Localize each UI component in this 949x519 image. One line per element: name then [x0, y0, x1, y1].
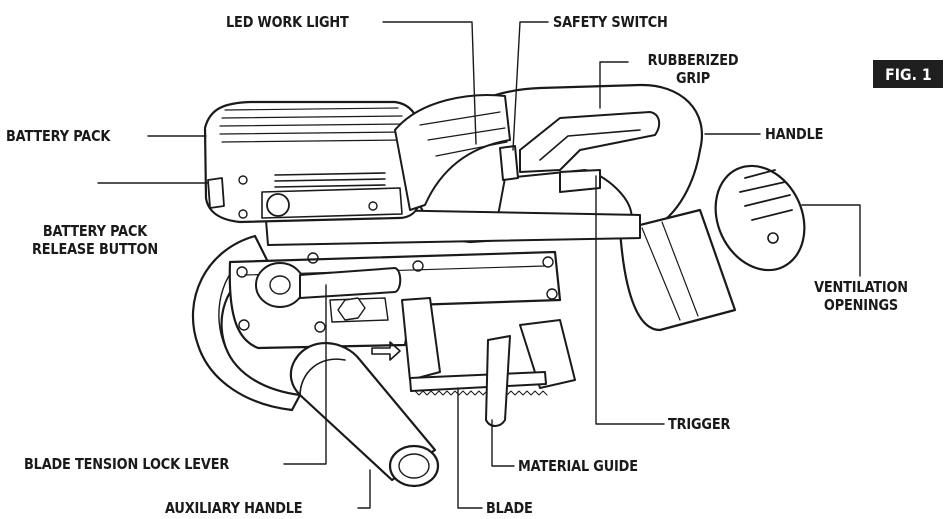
- label-led-work-light: LED WORK LIGHT: [226, 13, 349, 31]
- front-blade-guide: [401, 297, 441, 381]
- vent-slot-1: [744, 169, 776, 179]
- battery-screw-2: [238, 209, 248, 219]
- battery-fins: [219, 107, 407, 143]
- tension-wheel-hub: [269, 275, 291, 295]
- trigger: [559, 169, 601, 193]
- frame-outline: [191, 234, 302, 412]
- vent-slot-2: [739, 181, 786, 193]
- battery-gauge: [266, 193, 290, 217]
- label-rubberized-grip-line1: RUBBERIZED: [647, 51, 739, 69]
- label-auxiliary-handle: AUXILIARY HANDLE: [165, 499, 303, 517]
- battery-screw-3: [368, 201, 378, 211]
- aux-handle-collar: [299, 358, 346, 397]
- leader-led-work-light: [382, 21, 477, 145]
- rear-blade-guide: [519, 319, 576, 389]
- material-guide-plate: [485, 335, 511, 427]
- label-blade-tension-lock-lever: BLADE TENSION LOCK LEVER: [24, 455, 230, 473]
- battery-release-button: [207, 177, 225, 209]
- direction-arrow: [371, 341, 401, 361]
- motor-housing: [618, 208, 737, 332]
- battery-grille-lines: [274, 172, 386, 188]
- screw-7: [546, 288, 558, 300]
- label-battery-pack: BATTERY PACK: [6, 127, 111, 145]
- screw-2: [307, 252, 319, 264]
- label-handle: HANDLE: [765, 125, 824, 143]
- leader-rubberized-grip: [599, 61, 629, 109]
- screw-6: [542, 256, 554, 268]
- label-ventilation-line1: VENTILATION: [814, 278, 908, 296]
- leader-blade-tension: [283, 284, 327, 465]
- hex-nut: [337, 297, 366, 321]
- screw-4: [314, 321, 326, 333]
- battery-pack-body: [203, 100, 422, 224]
- leader-material-guide: [491, 419, 515, 467]
- aux-handle-end-inner: [398, 453, 430, 479]
- leader-safety-switch: [512, 21, 549, 151]
- leader-auxiliary-handle: [357, 469, 371, 509]
- vent-slot-4: [751, 209, 793, 221]
- vent-hole: [767, 232, 779, 244]
- grip-accent: [539, 129, 641, 161]
- battery-screw-1: [238, 175, 248, 185]
- label-trigger: TRIGGER: [668, 415, 731, 433]
- figure-badge: FIG. 1: [873, 60, 943, 88]
- screw-3: [238, 319, 250, 331]
- leader-blade: [457, 387, 483, 509]
- motor-ribs: [641, 221, 699, 321]
- label-rubberized-grip-line2: GRIP: [675, 69, 711, 87]
- figure-badge-text: FIG. 1: [884, 64, 932, 84]
- label-ventilation-line2: OPENINGS: [823, 296, 899, 314]
- blade-teeth: [414, 390, 548, 396]
- leader-ventilation: [801, 204, 861, 277]
- screw-1: [236, 266, 248, 278]
- rubberized-grip: [519, 111, 661, 173]
- aux-handle-end: [388, 444, 440, 488]
- vent-slot-3: [744, 194, 791, 207]
- led-housing-ribs: [419, 111, 508, 157]
- leader-trigger: [595, 175, 665, 425]
- safety-switch: [499, 145, 519, 181]
- tension-lock-lever: [299, 267, 402, 299]
- label-safety-switch: SAFETY SWITCH: [553, 13, 668, 31]
- label-battery-release-line2: RELEASE BUTTON: [32, 240, 158, 258]
- leader-lines: [97, 21, 861, 509]
- auxiliary-handle: [289, 342, 437, 482]
- label-material-guide: MATERIAL GUIDE: [518, 457, 638, 475]
- screw-5: [412, 260, 424, 272]
- battery-front-panel: [261, 187, 403, 219]
- label-blade: BLADE: [486, 499, 533, 517]
- tension-wheel: [255, 262, 305, 308]
- label-battery-release-line1: BATTERY PACK: [42, 222, 148, 240]
